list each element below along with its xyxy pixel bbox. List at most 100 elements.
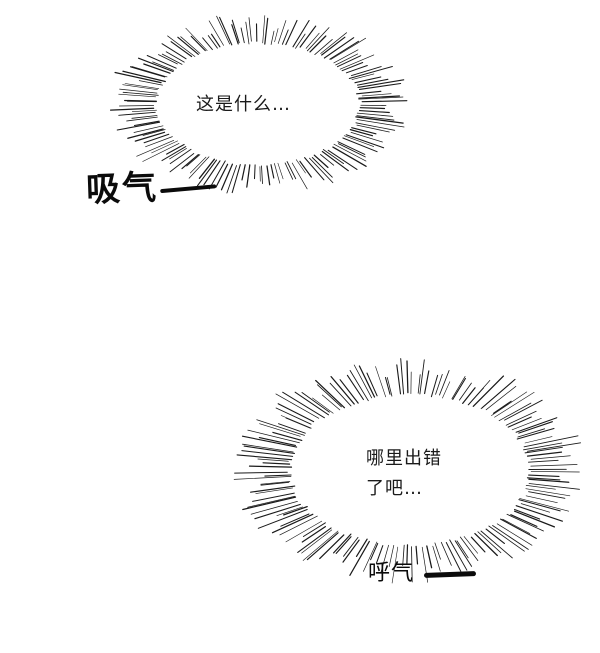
burst-line [166,143,185,155]
burst-line [359,107,386,110]
burst-line [356,124,390,133]
burst-line [256,419,305,436]
burst-line [351,127,377,135]
burst-line [169,148,187,160]
burst-line [275,407,312,425]
burst-line [332,146,367,167]
burst-line [345,134,385,149]
burst-line [248,465,293,468]
burst-line [118,93,156,98]
burst-line [190,35,206,52]
burst-line [305,32,320,49]
burst-line [515,417,558,433]
burst-line [356,78,389,86]
burst-line [126,116,158,122]
burst-line [146,55,177,69]
burst-line [468,387,484,406]
burst-line [260,481,291,485]
thought-text-bottom-line-1: 哪里出错 [366,448,442,469]
burst-line [198,158,216,179]
burst-line [415,545,419,565]
burst-line [240,27,245,44]
burst-line [261,165,263,185]
burst-line [459,536,479,561]
burst-line [161,43,187,60]
burst-line [358,365,376,398]
burst-line [152,61,175,71]
burst-line [137,57,174,73]
burst-line [319,534,345,560]
burst-line [353,364,373,399]
burst-line [312,397,334,414]
burst-line [528,483,580,490]
burst-line [449,539,468,571]
burst-line [109,107,155,111]
burst-line [231,164,241,194]
burst-line [314,38,333,56]
burst-line [119,105,155,107]
burst-line [477,531,502,554]
burst-line [380,544,389,573]
burst-line [514,508,541,520]
burst-line [321,150,349,172]
burst-line [243,445,295,454]
burst-line [336,55,362,68]
burst-line [294,391,329,416]
burst-line [257,458,289,462]
burst-line [341,61,364,72]
burst-line [518,499,561,512]
burst-line [358,110,390,114]
burst-line [406,360,409,394]
burst-line [351,73,375,80]
burst-line [454,540,473,567]
burst-line [355,116,404,124]
burst-line [309,35,327,53]
burst-line [252,492,295,502]
burst-line [456,540,469,559]
burst-line [129,66,166,78]
burst-line [348,66,393,79]
burst-line [345,64,368,74]
burst-line [358,96,404,100]
burst-line [517,428,546,438]
burst-line [143,133,170,144]
burst-line [472,375,505,407]
burst-line [131,115,158,119]
burst-line [255,487,294,494]
burst-line [424,370,430,395]
burst-line [279,515,318,536]
sound-effect-dash [423,570,477,578]
burst-line [333,143,367,162]
burst-line [491,391,528,416]
burst-line [301,392,330,413]
burst-line [161,146,187,162]
burst-line [158,54,178,65]
burst-line [241,435,298,448]
burst-line [349,540,370,576]
burst-line [131,109,157,113]
burst-line [370,542,379,561]
sound-effect-inhale: 吸气 [85,158,217,212]
burst-line [280,415,312,429]
sound-effect-exhale: 呼气 [368,555,477,587]
burst-line [145,136,173,148]
burst-line [440,541,452,566]
burst-line [285,417,311,429]
burst-line [530,464,578,467]
burst-line [317,384,342,408]
burst-line [231,19,240,44]
burst-line [275,393,320,419]
burst-line [133,125,164,133]
burst-line [432,545,441,572]
burst-line [494,391,535,418]
burst-line [375,366,387,398]
burst-line [257,508,308,529]
burst-line [505,410,537,426]
burst-line [203,160,221,186]
burst-line [299,25,317,48]
burst-line [142,143,180,162]
burst-line [451,376,466,400]
burst-line [330,37,367,60]
burst-line [356,119,405,128]
